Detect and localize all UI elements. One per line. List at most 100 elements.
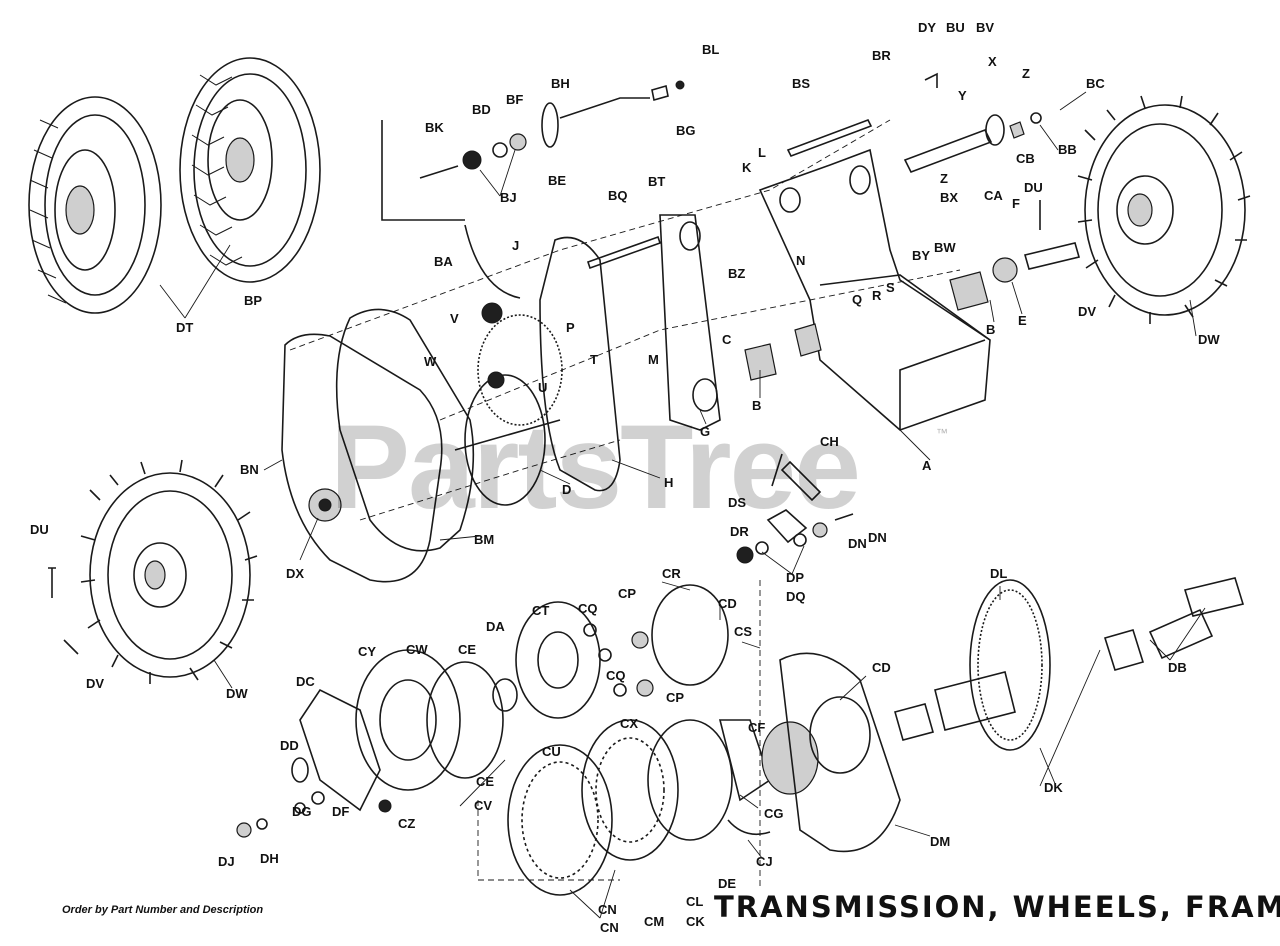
- diagram-title: TRANSMISSION, WHEELS, FRAME: [714, 890, 1280, 924]
- callout-cp-1: CP: [618, 586, 636, 601]
- callout-ce-1: CE: [458, 642, 476, 657]
- callout-n: N: [796, 253, 805, 268]
- callout-cn-2: CN: [598, 902, 617, 917]
- callout-bu: BU: [946, 20, 965, 35]
- callout-ba-1: BA: [434, 254, 453, 269]
- callout-cb: CB: [1016, 151, 1035, 166]
- callout-dk: DK: [1044, 780, 1063, 795]
- callout-cd-1: CD: [718, 596, 737, 611]
- callout-cp-2: CP: [666, 690, 684, 705]
- callout-cn-1: CN: [600, 920, 619, 935]
- callout-ca: CA: [984, 188, 1003, 203]
- callout-dx: DX: [286, 566, 304, 581]
- callout-dy: DY: [918, 20, 936, 35]
- callout-h: H: [664, 475, 673, 490]
- callout-cq-1: CQ: [578, 601, 598, 616]
- callout-x: X: [988, 54, 997, 69]
- callout-w: W: [424, 354, 437, 369]
- callout-bz: BZ: [728, 266, 745, 281]
- footer-order-note: Order by Part Number and Description: [62, 904, 264, 916]
- callout-du-2: DU: [30, 522, 49, 537]
- callout-dg: DG: [292, 804, 312, 819]
- callout-df: DF: [332, 804, 349, 819]
- callout-bt: BT: [648, 174, 665, 189]
- callout-ck: CK: [686, 914, 705, 929]
- callout-bj: BJ: [500, 190, 517, 205]
- callout-cx: CX: [620, 716, 638, 731]
- callout-bf: BF: [506, 92, 523, 107]
- callout-dt: DT: [176, 320, 193, 335]
- callout-dc: DC: [296, 674, 315, 689]
- callout-cg: CG: [764, 806, 784, 821]
- tire-rear-right-art: [179, 57, 321, 283]
- callout-cz: CZ: [398, 816, 415, 831]
- callout-dq: DQ: [786, 589, 806, 604]
- callout-cr: CR: [662, 566, 681, 581]
- leader-lines: [213, 91, 1206, 919]
- callout-cf: CF: [748, 720, 765, 735]
- callout-cy: CY: [358, 644, 376, 659]
- drive-wheel-right-art: [1077, 95, 1251, 324]
- callout-l: L: [758, 145, 766, 160]
- watermark-text: PartsTree: [330, 400, 861, 534]
- callout-cw: CW: [406, 642, 428, 657]
- callout-cq-2: CQ: [606, 668, 626, 683]
- callout-q: Q: [852, 292, 862, 307]
- callout-bn: BN: [240, 462, 259, 477]
- callout-cl: CL: [686, 894, 703, 909]
- callout-ct: CT: [532, 603, 549, 618]
- callout-b-1: B: [986, 322, 995, 337]
- callout-by: BY: [912, 248, 930, 263]
- callout-bw: BW: [934, 240, 956, 255]
- callout-bq: BQ: [608, 188, 628, 203]
- callout-g: G: [700, 424, 710, 439]
- callout-dn-1: DN: [868, 530, 887, 545]
- chain-case-cover-art: [281, 333, 443, 583]
- callout-m: M: [648, 352, 659, 367]
- callout-b-2: B: [752, 398, 761, 413]
- callout-bc: BC: [1086, 76, 1105, 91]
- callout-dl: DL: [990, 566, 1007, 581]
- callout-dd: DD: [280, 738, 299, 753]
- callout-j: J: [512, 238, 519, 253]
- callout-bd: BD: [472, 102, 491, 117]
- callout-cu: CU: [542, 744, 561, 759]
- callout-bh: BH: [551, 76, 570, 91]
- callout-d: D: [562, 482, 571, 497]
- callout-r: R: [872, 288, 882, 303]
- callout-dj: DJ: [218, 854, 235, 869]
- callout-u: U: [538, 380, 547, 395]
- callout-dn-2: DN: [848, 536, 867, 551]
- callout-ch: CH: [820, 434, 839, 449]
- callout-be: BE: [548, 173, 566, 188]
- callout-dw-1: DW: [1198, 332, 1220, 347]
- callout-z-1: Z: [1022, 66, 1030, 81]
- callout-a: A: [922, 458, 932, 473]
- callout-cv: CV: [474, 798, 492, 813]
- callout-da: DA: [486, 619, 505, 634]
- callout-f: F: [1012, 196, 1020, 211]
- callout-v: V: [450, 311, 459, 326]
- callout-de: DE: [718, 876, 736, 891]
- callout-t: T: [590, 352, 598, 367]
- callout-cs: CS: [734, 624, 752, 639]
- callout-dh: DH: [260, 851, 279, 866]
- callout-bl: BL: [702, 42, 719, 57]
- callout-bb: BB: [1058, 142, 1077, 157]
- tire-rear-left-art: [28, 96, 162, 314]
- callout-p: P: [566, 320, 575, 335]
- callout-s: S: [886, 280, 895, 295]
- callout-br: BR: [872, 48, 891, 63]
- callout-k: K: [742, 160, 752, 175]
- callout-bv: BV: [976, 20, 994, 35]
- callout-bx: BX: [940, 190, 958, 205]
- callout-dv-1: DV: [1078, 304, 1096, 319]
- callout-e: E: [1018, 313, 1027, 328]
- callout-dv-2: DV: [86, 676, 104, 691]
- callout-cm: CM: [644, 914, 664, 929]
- callout-bg: BG: [676, 123, 696, 138]
- transmission-cluster-art: [299, 584, 901, 896]
- callout-z-2: Z: [940, 171, 948, 186]
- callout-labels: A B B C D E F G H J K L M N P Q R S T U …: [30, 20, 1220, 935]
- callout-y: Y: [958, 88, 967, 103]
